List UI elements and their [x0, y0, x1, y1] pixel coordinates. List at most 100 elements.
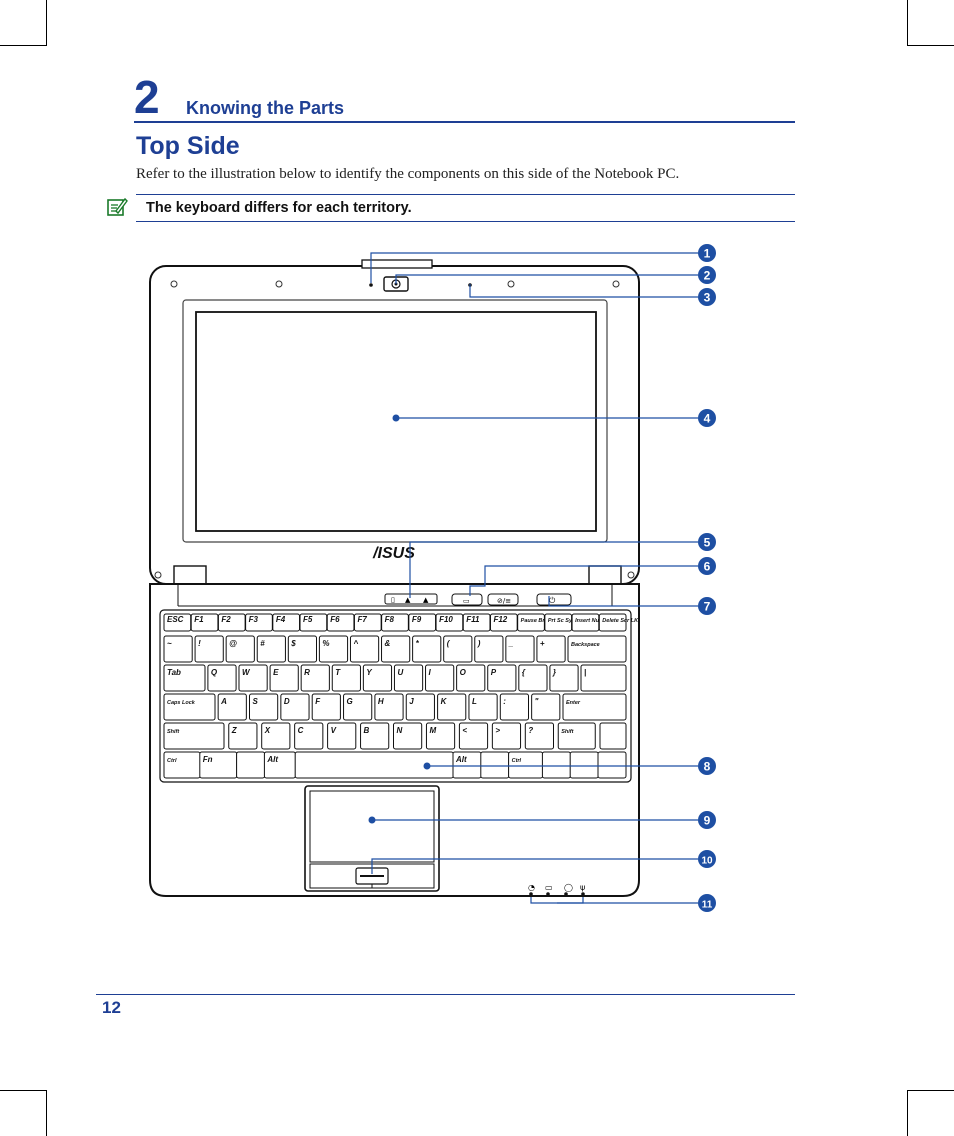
- keyboard-key-label: Caps Lock: [167, 700, 196, 706]
- callout-number: 7: [704, 600, 711, 614]
- keyboard-key-label: F4: [276, 615, 286, 624]
- note-pencil-icon: [107, 197, 128, 216]
- crop-mark: [907, 1090, 908, 1136]
- chapter-title: Knowing the Parts: [186, 98, 345, 118]
- keyboard-key: [327, 722, 357, 750]
- callout-badge: [698, 244, 716, 262]
- crop-mark: [908, 1090, 954, 1091]
- svg-text:▲: ▲: [423, 596, 429, 604]
- keyboard-key: [256, 635, 286, 663]
- keyboard-key: [458, 722, 489, 750]
- keyboard-key-label: &: [385, 639, 391, 648]
- keyboard-key-label: K: [441, 697, 448, 706]
- keyboard-key-label: }: [552, 668, 556, 677]
- keyboard-key-label: Y: [366, 668, 372, 677]
- svg-text:ψ: ψ: [580, 883, 585, 892]
- keyboard-key: [353, 613, 382, 632]
- keyboard-key: [318, 635, 349, 663]
- keyboard-key-label: Ctrl: [512, 758, 522, 764]
- keyboard-key-label: H: [378, 697, 384, 706]
- svg-text:▭: ▭: [545, 883, 553, 892]
- keyboard-key-label: _: [508, 639, 514, 648]
- keyboard-key: [269, 664, 299, 692]
- keyboard-key: [489, 613, 518, 632]
- keyboard-key-label: P: [491, 668, 497, 677]
- keyboard-key: [360, 722, 390, 750]
- keyboard-key: [326, 613, 355, 632]
- keyboard-key-label: F6: [330, 615, 340, 624]
- keyboard-key-label: Ctrl: [167, 758, 177, 764]
- keyboard-key: [425, 722, 456, 750]
- keyboard-key-label: Z: [231, 726, 238, 735]
- keyboard-key-label: +: [540, 639, 545, 648]
- callout-number: 5: [704, 536, 711, 550]
- callout-number: 4: [704, 412, 711, 426]
- keyboard-key-label: |: [584, 668, 586, 677]
- svg-text:◔: ◔: [528, 883, 535, 892]
- keyboard-key: [225, 635, 255, 663]
- keyboard-key: [393, 664, 424, 692]
- keyboard-key-label: N: [397, 726, 403, 735]
- section-title: Top Side: [136, 132, 240, 160]
- keyboard-key: [408, 613, 437, 632]
- keyboard-key-label: A: [220, 697, 227, 706]
- crop-mark: [0, 1090, 46, 1091]
- keyboard-key-label: G: [347, 697, 353, 706]
- keyboard-key: [462, 613, 491, 632]
- callout-badge: [698, 557, 716, 575]
- keyboard-key-label: Q: [211, 668, 218, 677]
- keyboard-key: [249, 693, 279, 721]
- callout-badge: [698, 533, 716, 551]
- keyboard-key: [599, 722, 627, 750]
- keyboard-key: [261, 722, 291, 750]
- keyboard-key-label: F8: [385, 615, 395, 624]
- keyboard-key-label: T: [335, 668, 341, 677]
- keyboard-key: [381, 635, 411, 663]
- keyboard-key-label: $: [290, 639, 296, 648]
- callout-number: 3: [704, 291, 711, 305]
- keyboard-key-label: I: [429, 668, 432, 677]
- keyboard-key: [437, 693, 467, 721]
- keyboard-key-label: Alt: [455, 755, 467, 764]
- keyboard-key-label: ): [477, 639, 481, 648]
- keyboard-key: [518, 664, 548, 692]
- keyboard-key-label: E: [273, 668, 279, 677]
- keyboard-key: [374, 693, 404, 721]
- callout-number: 2: [704, 269, 711, 283]
- svg-text:⊘/≡: ⊘/≡: [497, 597, 511, 605]
- keyboard-key-label: O: [460, 668, 467, 677]
- keyboard-key: [508, 751, 544, 779]
- callout-number: 9: [704, 814, 711, 828]
- keyboard-key-label: J: [409, 697, 414, 706]
- callout-badge: [698, 597, 716, 615]
- keyboard-key-label: ?: [528, 726, 533, 735]
- chapter-rule: [134, 121, 795, 123]
- keyboard-key-label: U: [397, 668, 403, 677]
- callout-badge: [698, 811, 716, 829]
- keyboard-key: [194, 635, 224, 663]
- page-number: 12: [102, 998, 121, 1017]
- note-text: The keyboard differs for each territory.: [146, 200, 412, 216]
- crop-mark: [46, 0, 47, 46]
- keyboard-key-label: %: [322, 639, 329, 648]
- keyboard-key-label: Pause Break: [521, 618, 555, 624]
- keyboard-key-label: :: [503, 697, 506, 706]
- keyboard-key: [468, 693, 498, 721]
- keyboard-key-label: R: [304, 668, 310, 677]
- keyboard-key: [435, 613, 464, 632]
- keyboard-key: [163, 693, 216, 721]
- keyboard-key: [393, 722, 423, 750]
- chapter-number: 2: [134, 71, 160, 123]
- keyboard-key-label: W: [242, 668, 251, 677]
- keyboard-key: [362, 664, 393, 692]
- callout-badge: [698, 850, 716, 868]
- keyboard-key: [491, 722, 522, 750]
- keyboard-key: [217, 613, 246, 632]
- crop-mark: [908, 45, 954, 46]
- keyboard-key-label: Backspace: [571, 642, 600, 648]
- keyboard-key-label: F9: [412, 615, 422, 624]
- keyboard-key: [207, 664, 237, 692]
- crop-mark: [46, 1090, 47, 1136]
- callout-badge: [698, 757, 716, 775]
